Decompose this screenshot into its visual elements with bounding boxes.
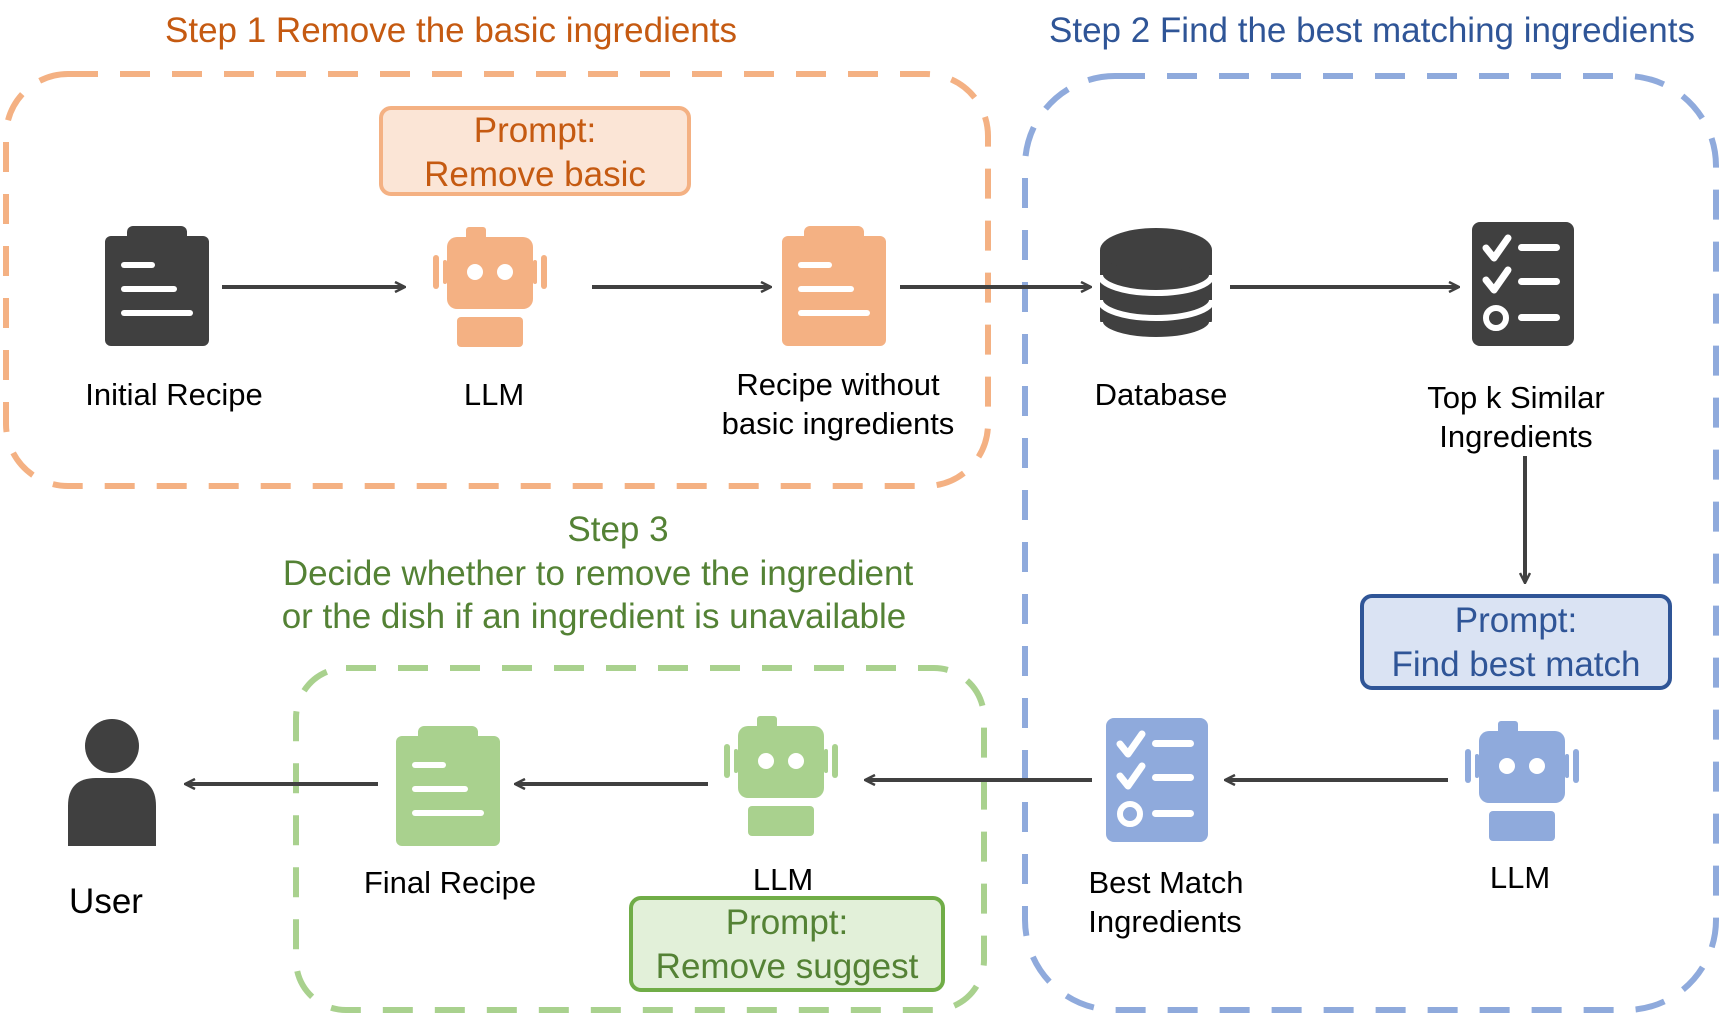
recipe-without-label-line1: Recipe without — [736, 367, 940, 402]
database-icon — [1097, 228, 1215, 343]
llm-step3-label: LLM — [753, 862, 813, 897]
user-icon — [68, 719, 156, 846]
step1-box — [3, 71, 991, 489]
step2-title: Step 2 Find the best matching ingredient… — [1049, 11, 1695, 50]
prompt-remove-basic-label: Prompt: — [474, 111, 597, 150]
step3-description-line2: or the dish if an ingredient is unavaila… — [282, 597, 907, 636]
llm-step3-robot-icon — [724, 716, 838, 836]
llm-step1-label: LLM — [464, 377, 524, 412]
llm-step1-robot-icon — [433, 227, 547, 347]
best-match-label-line1: Best Match — [1088, 865, 1243, 900]
step1-title: Step 1 Remove the basic ingredients — [165, 11, 737, 50]
recipe-without-label-line2: basic ingredients — [722, 406, 955, 441]
initial-recipe-label: Initial Recipe — [85, 377, 262, 412]
recipe-without-clipboard-icon — [782, 226, 886, 346]
top-k-label-line2: Ingredients — [1439, 419, 1592, 454]
prompt-find-best-match-text: Find best match — [1392, 645, 1641, 684]
step2-box — [1022, 73, 1719, 1013]
database-label: Database — [1095, 377, 1228, 412]
prompt-remove-suggest: Prompt: Remove suggest — [629, 896, 945, 992]
step3-description-line1: Decide whether to remove the ingredient — [283, 554, 914, 593]
llm-step2-robot-icon — [1465, 721, 1579, 841]
prompt-remove-suggest-text: Remove suggest — [656, 947, 919, 986]
best-match-label-line2: Ingredients — [1088, 904, 1241, 939]
initial-recipe-clipboard-icon — [105, 226, 209, 346]
prompt-remove-basic: Prompt: Remove basic — [379, 106, 691, 196]
prompt-remove-basic-text: Remove basic — [424, 155, 646, 194]
prompt-find-best-match: Prompt: Find best match — [1360, 594, 1672, 690]
top-k-label-line1: Top k Similar — [1427, 380, 1604, 415]
prompt-find-best-match-label: Prompt: — [1455, 601, 1578, 640]
step3-box — [293, 665, 987, 1013]
step3-title: Step 3 — [567, 510, 668, 549]
final-recipe-clipboard-icon — [396, 726, 500, 846]
prompt-remove-suggest-label: Prompt: — [726, 903, 849, 942]
llm-step2-label: LLM — [1490, 860, 1550, 895]
top-k-checklist-icon — [1472, 222, 1574, 346]
user-label: User — [69, 882, 143, 921]
final-recipe-label: Final Recipe — [364, 865, 536, 900]
best-match-checklist-icon — [1106, 718, 1208, 842]
